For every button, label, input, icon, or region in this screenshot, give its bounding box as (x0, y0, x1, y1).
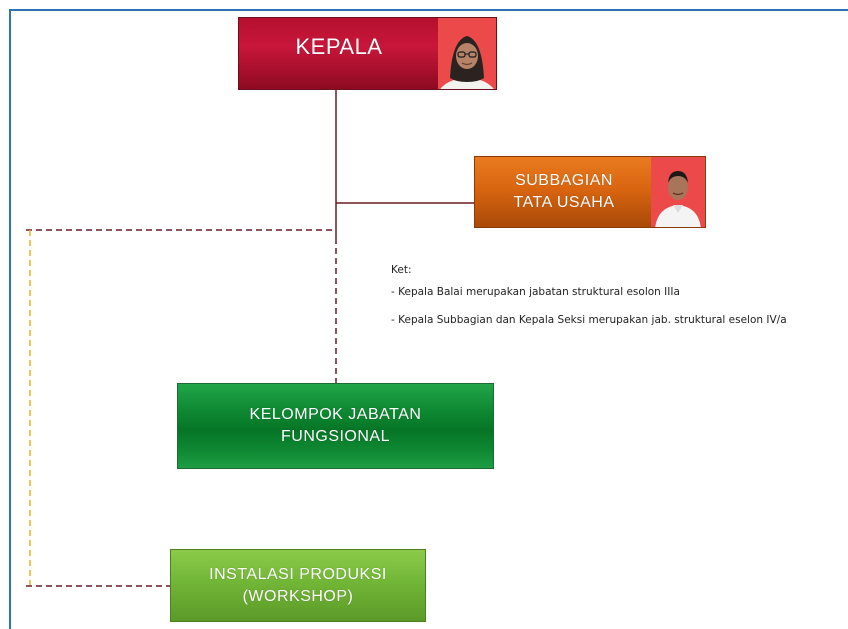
subbagian-box: SUBBAGIAN TATA USAHA (474, 156, 706, 228)
instalasi-label-line1: INSTALASI PRODUKSI (209, 565, 387, 583)
kepala-box: KEPALA (238, 17, 497, 90)
fungsional-label-line1: KELOMPOK JABATAN (249, 406, 422, 424)
keterangan-note-1: - Kepala Balai merupakan jabatan struktu… (391, 286, 680, 298)
keterangan-title: Ket: (391, 264, 412, 276)
instalasi-box: INSTALASI PRODUKSI (WORKSHOP) (170, 549, 426, 622)
subbagian-label-line1: SUBBAGIAN (515, 172, 613, 190)
chart-frame (9, 9, 848, 629)
subbagian-photo (651, 157, 705, 227)
instalasi-label-line2: (WORKSHOP) (242, 587, 354, 605)
kepala-photo (438, 18, 496, 89)
fungsional-label-line2: FUNGSIONAL (280, 428, 390, 445)
fungsional-box: KELOMPOK JABATAN FUNGSIONAL (177, 383, 494, 469)
keterangan-note-2: - Kepala Subbagian dan Kepala Seksi meru… (391, 314, 787, 326)
kepala-label: KEPALA (295, 33, 383, 59)
subbagian-label-line2: TATA USAHA (513, 194, 615, 211)
